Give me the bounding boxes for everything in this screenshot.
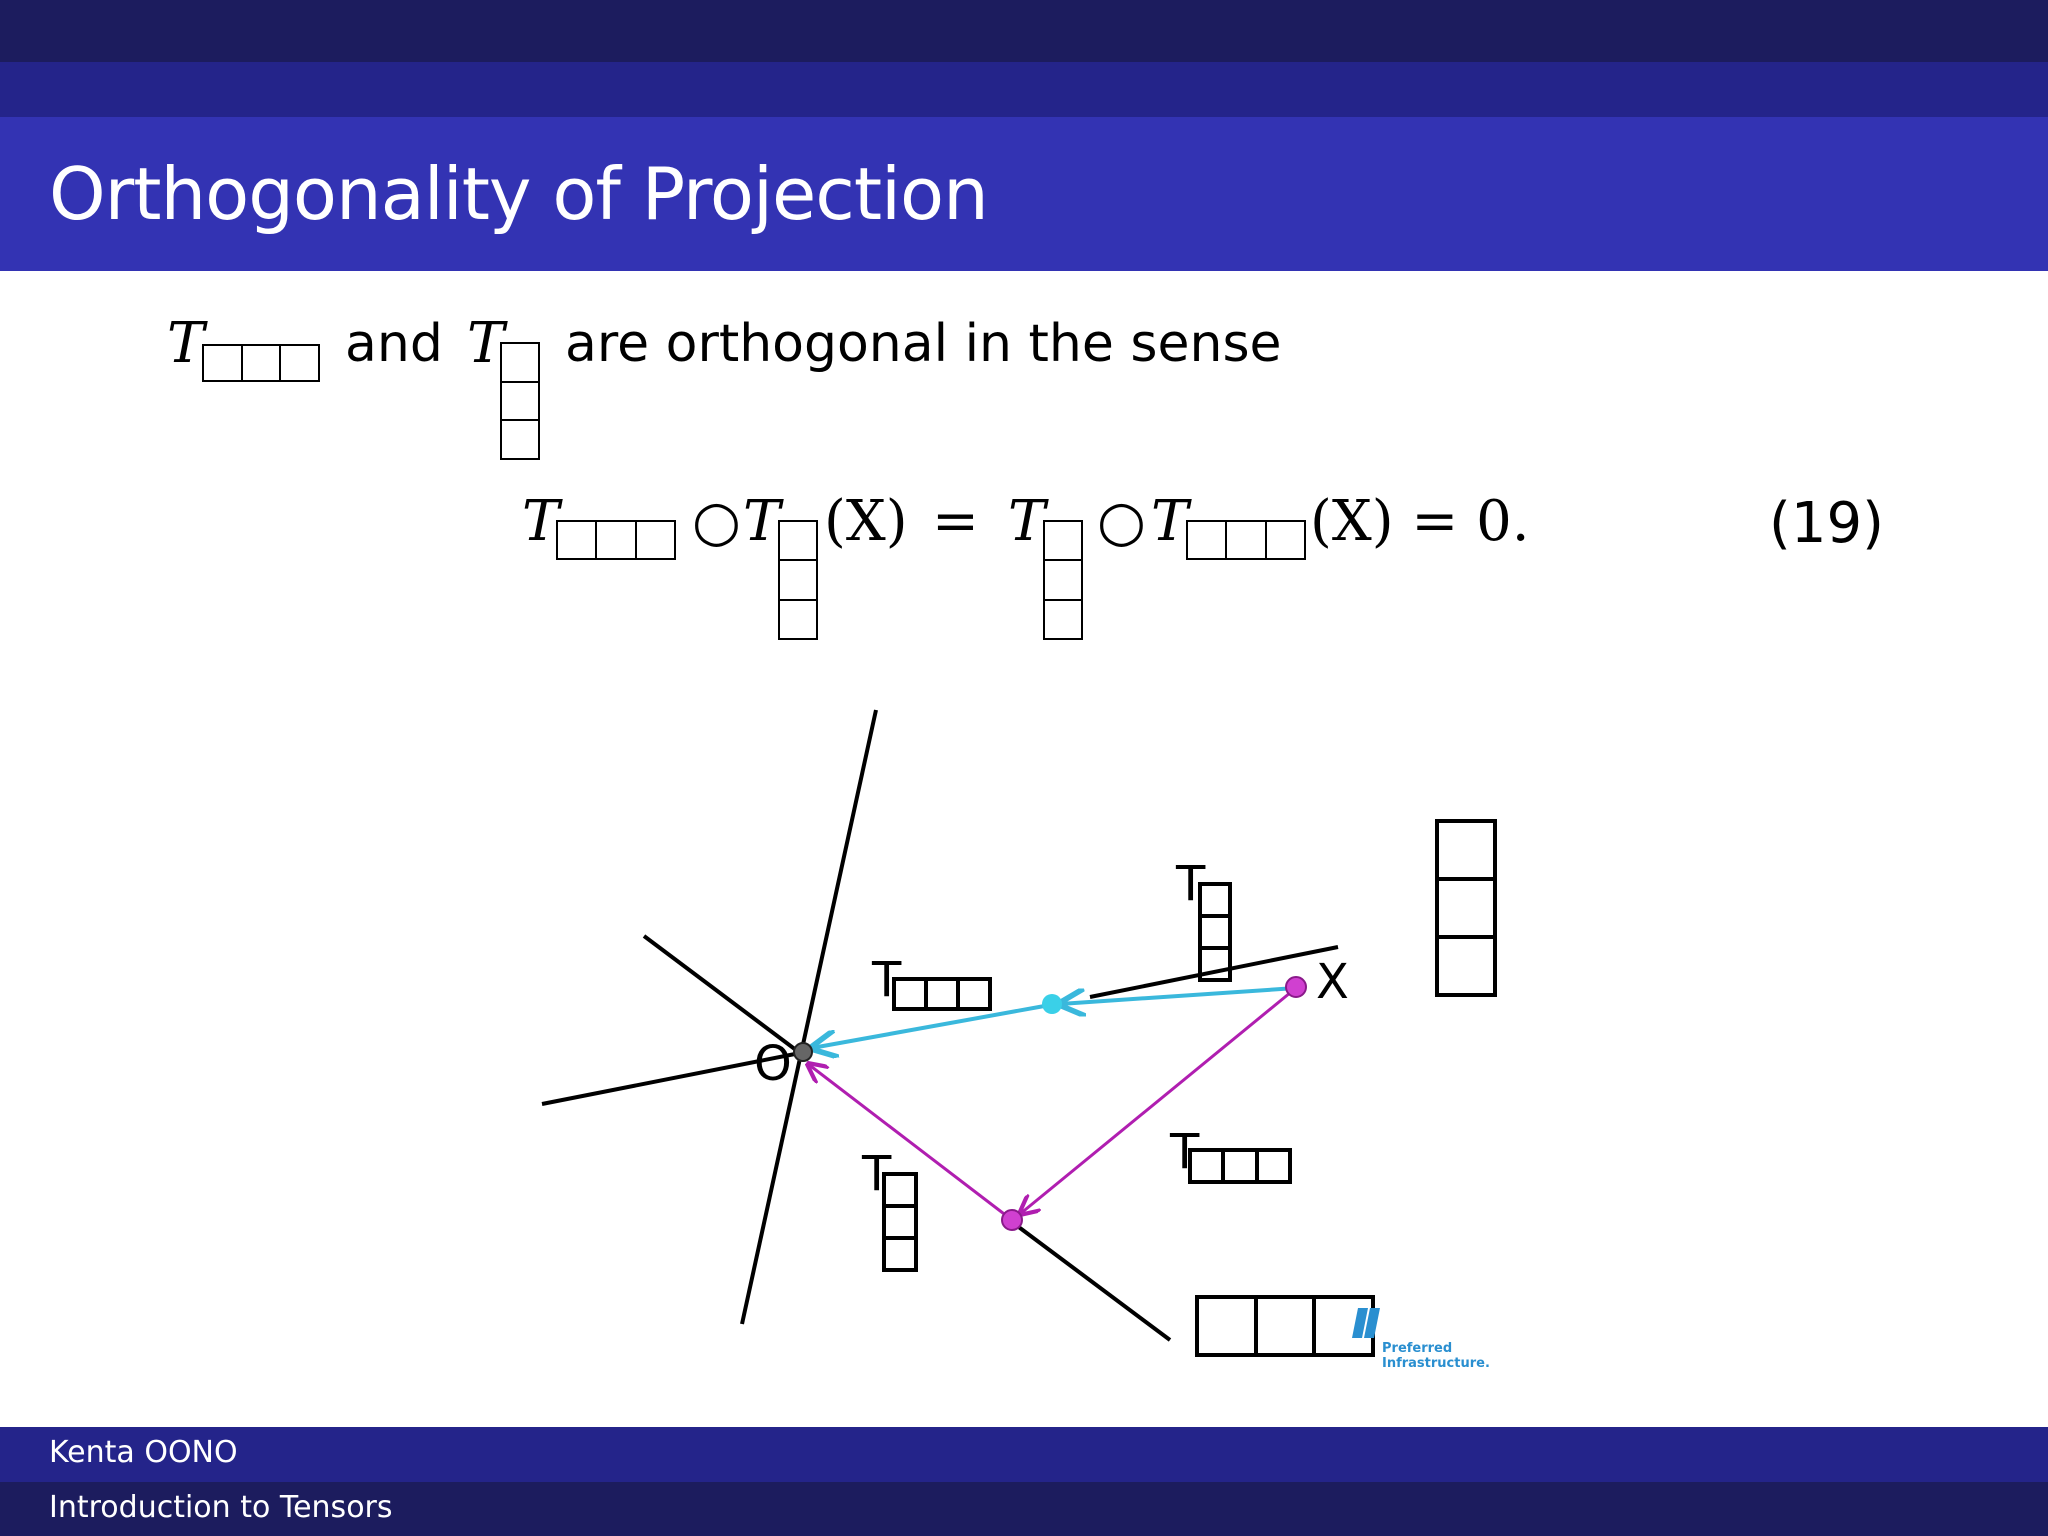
point-x-label: X <box>1316 954 1349 1010</box>
argument-x: (X) <box>824 489 908 554</box>
origin-point <box>793 1042 813 1062</box>
tensor-symbol: T <box>743 489 781 554</box>
footer-author-band <box>0 1427 2048 1482</box>
compose-operator: ○ <box>692 489 741 554</box>
equation-tail: (X) = 0. <box>1310 489 1530 554</box>
young-diagram-col3 <box>1043 520 1083 640</box>
young-diagram-row3 <box>1186 520 1306 560</box>
cyan-projection-arrow <box>1060 986 1297 1004</box>
slide-title: Orthogonality of Projection <box>49 152 989 236</box>
logo-text: Preferred <box>1382 1341 1452 1356</box>
tensor-symbol: T <box>522 489 560 554</box>
young-diagram-row3 <box>892 977 992 1011</box>
young-diagram-row3 <box>202 344 320 382</box>
footer-talk-title: Introduction to Tensors <box>49 1490 393 1525</box>
header-top-band <box>0 0 2048 62</box>
young-diagram-col3 <box>500 342 540 460</box>
young-diagram-col3-large <box>1435 819 1497 997</box>
equals-sign: = <box>932 489 979 554</box>
compose-operator: ○ <box>1097 489 1146 554</box>
young-diagram-col3 <box>882 1172 918 1272</box>
header-mid-band <box>0 62 2048 117</box>
title-bar <box>0 117 2048 271</box>
tensor-symbol: T <box>1008 489 1046 554</box>
axis-line <box>642 934 802 1055</box>
axis-line <box>1089 945 1339 999</box>
axis-line <box>740 709 878 1325</box>
logo-text: Infrastructure. <box>1382 1356 1490 1371</box>
point-x <box>1285 976 1307 998</box>
footer-author: Kenta OONO <box>49 1435 238 1470</box>
magenta-projection-arrow <box>808 1064 1013 1222</box>
tensor-symbol: T <box>467 311 505 376</box>
young-diagram-row3 <box>1188 1148 1292 1184</box>
pfi-logo: Preferred Infrastructure. <box>1352 1308 1490 1371</box>
magenta-projection-point <box>1001 1209 1023 1231</box>
statement-and: and <box>345 314 443 374</box>
pfi-logo-icon <box>1352 1308 1380 1338</box>
axis-line <box>541 1051 801 1106</box>
cyan-projection-arrow <box>812 1003 1051 1048</box>
equation-number: (19) <box>1769 491 1884 556</box>
statement-text: are orthogonal in the sense <box>565 314 1282 374</box>
magenta-projection-arrow <box>1020 986 1297 1214</box>
footer-title-band <box>0 1482 2048 1536</box>
young-diagram-row3-large <box>1195 1295 1375 1357</box>
tensor-symbol: T <box>167 311 205 376</box>
origin-label: O <box>754 1036 792 1092</box>
tensor-symbol: T <box>1151 489 1189 554</box>
young-diagram-col3 <box>778 520 818 640</box>
young-diagram-col3 <box>1198 882 1232 982</box>
cyan-projection-point <box>1042 994 1062 1014</box>
young-diagram-row3 <box>556 520 676 560</box>
axis-line <box>1010 1220 1172 1342</box>
